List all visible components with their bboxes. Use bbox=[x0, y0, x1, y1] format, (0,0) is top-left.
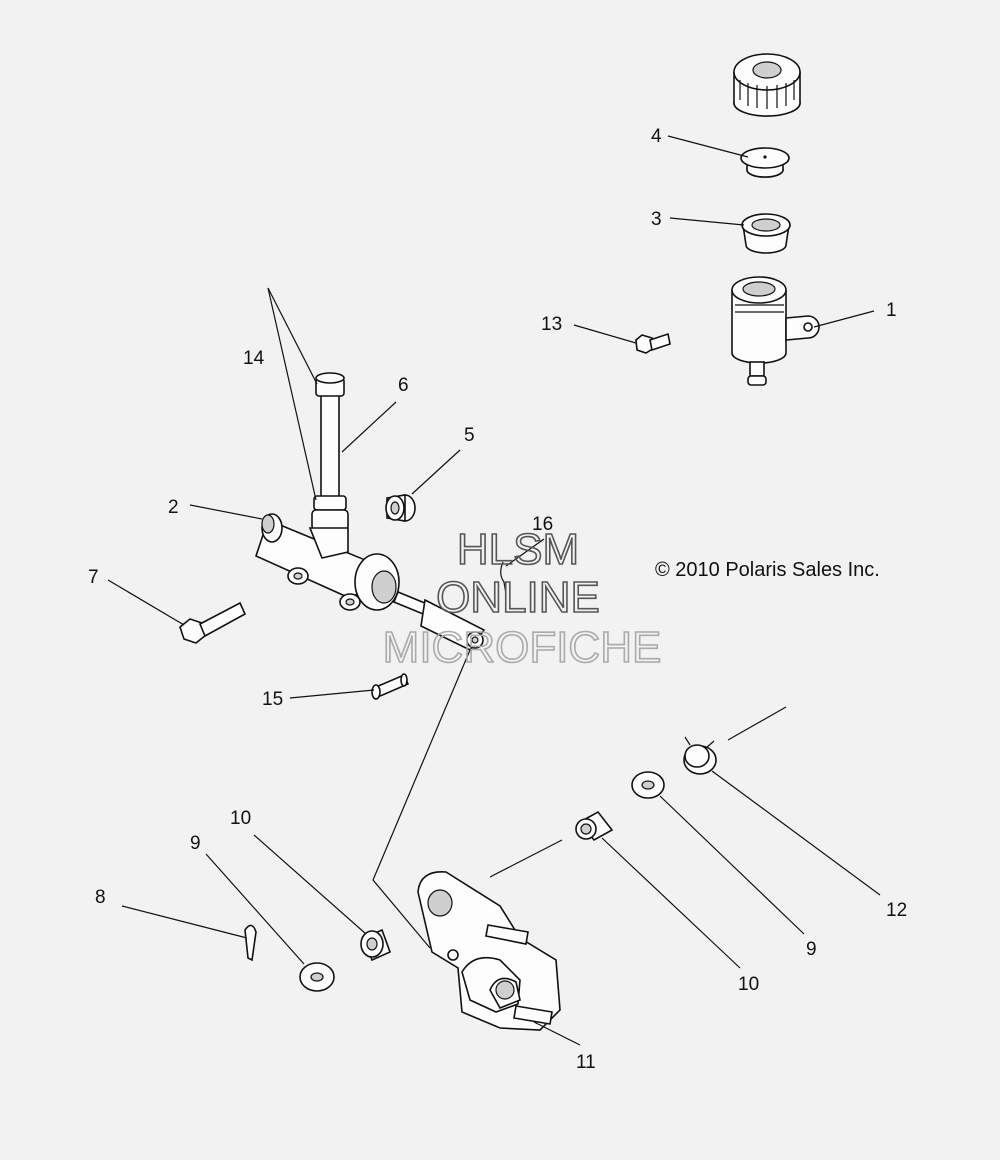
callout-8: 8 bbox=[95, 887, 106, 908]
callout-5: 5 bbox=[464, 425, 475, 446]
callout-10-left: 10 bbox=[230, 808, 251, 829]
part-11-pedal-bracket bbox=[417, 871, 561, 1031]
part-6-hose bbox=[311, 372, 349, 531]
copyright-text: © 2010 Polaris Sales Inc. bbox=[655, 559, 880, 581]
part-8-cotter-pin bbox=[244, 924, 257, 962]
part-9-washer-left bbox=[299, 962, 335, 992]
part-9-washer-right bbox=[631, 771, 665, 799]
part-5-grommet bbox=[385, 494, 416, 522]
callout-labels: 1 2 3 4 5 6 7 8 9 9 10 10 11 12 13 14 15… bbox=[88, 126, 907, 1073]
part-10-bushing-right bbox=[575, 810, 614, 842]
watermark-line-3: MICROFICHE bbox=[383, 623, 662, 672]
callout-11: 11 bbox=[576, 1052, 596, 1073]
part-4-diaphragm bbox=[740, 147, 790, 178]
part-1-reservoir bbox=[731, 276, 820, 386]
part-10-bushing-left bbox=[360, 928, 392, 962]
part-15-pin bbox=[371, 673, 410, 700]
part-16-clip bbox=[500, 561, 507, 595]
part-13-screw bbox=[635, 332, 671, 354]
callout-9-left: 9 bbox=[190, 833, 201, 854]
callout-4: 4 bbox=[651, 126, 662, 147]
callout-16: 16 bbox=[532, 514, 553, 535]
watermark: HLSM ONLINE MICROFICHE bbox=[382, 524, 662, 673]
callout-1: 1 bbox=[886, 300, 897, 321]
part-2-master-cylinder bbox=[255, 513, 486, 652]
callout-12: 12 bbox=[886, 900, 907, 921]
part-12-spring bbox=[683, 736, 717, 775]
watermark-line-1: HLSM bbox=[457, 525, 579, 574]
callout-7: 7 bbox=[88, 567, 99, 588]
part-7-bolt bbox=[179, 601, 247, 644]
part-3-seal bbox=[741, 213, 791, 254]
callout-14: 14 bbox=[243, 348, 265, 369]
reservoir-cap bbox=[733, 53, 801, 117]
watermark-line-2: ONLINE bbox=[436, 573, 600, 622]
callout-10-right: 10 bbox=[738, 974, 759, 995]
callout-13: 13 bbox=[541, 314, 562, 335]
callout-9-right: 9 bbox=[806, 939, 817, 960]
callout-6: 6 bbox=[398, 375, 409, 396]
callout-15: 15 bbox=[262, 689, 283, 710]
callout-2: 2 bbox=[168, 497, 179, 518]
callout-3: 3 bbox=[651, 209, 662, 230]
leader-lines bbox=[107, 135, 881, 1046]
